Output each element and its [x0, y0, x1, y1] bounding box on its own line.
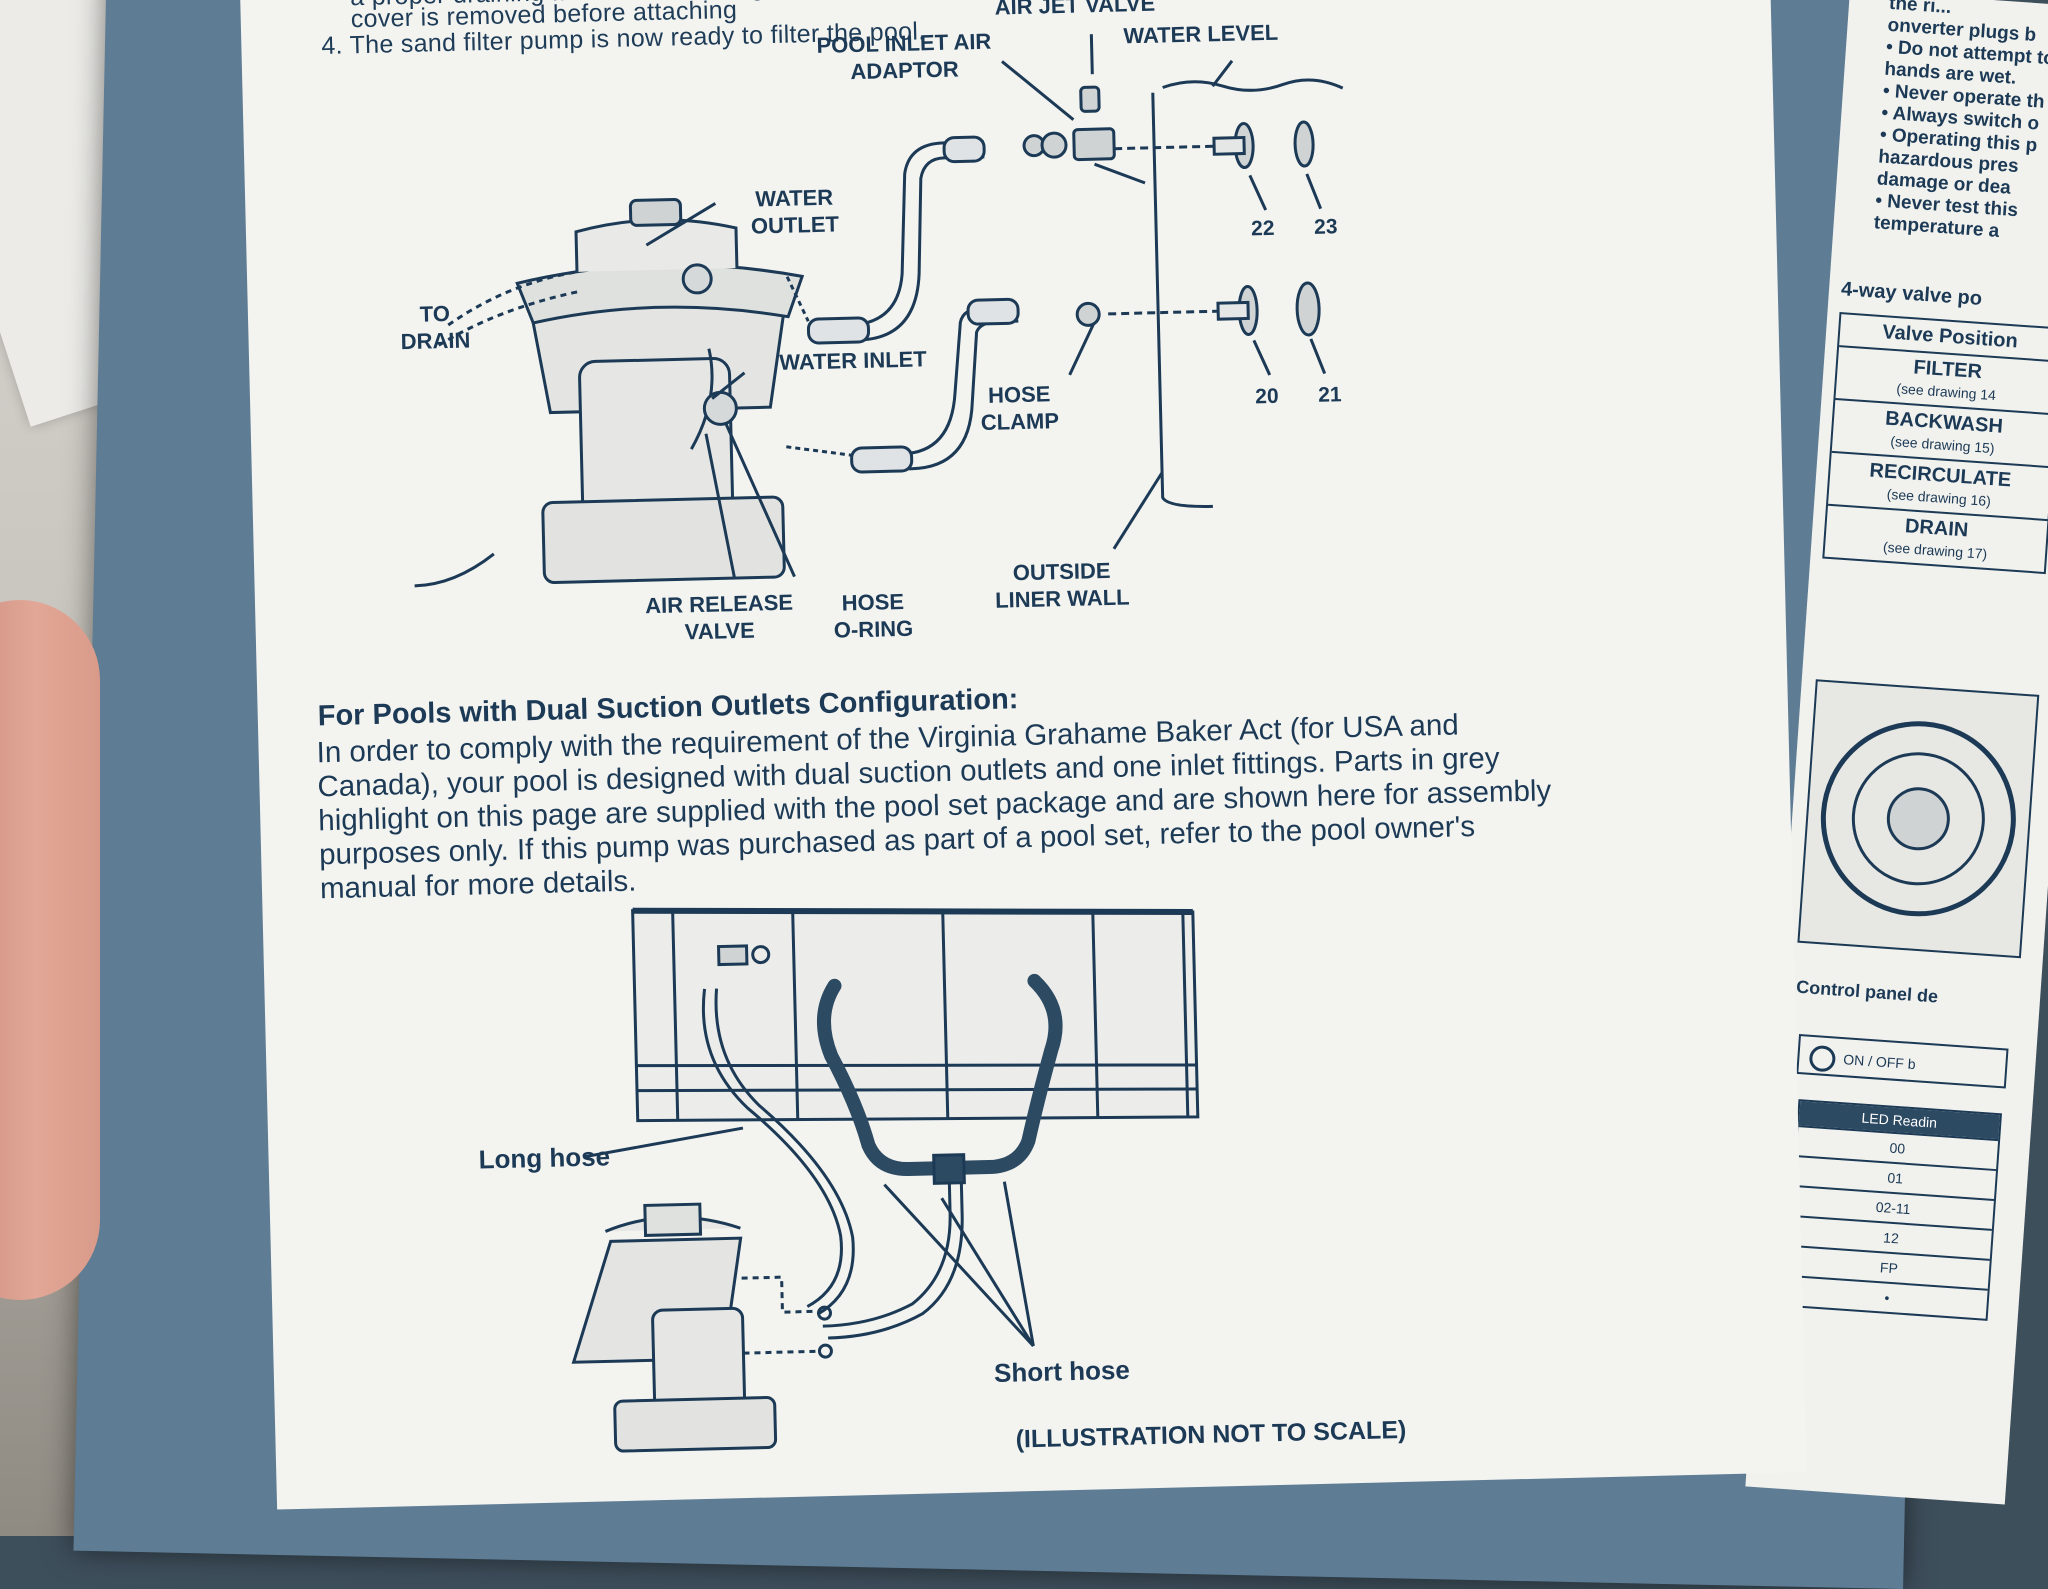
power-icon — [1808, 1044, 1837, 1073]
water-inlet-label: WATER INLET — [778, 346, 927, 375]
short-hose-label: Short hose — [993, 1354, 1131, 1388]
hand — [0, 600, 100, 1300]
section-paragraph: In order to comply with the requirement … — [316, 705, 1610, 906]
valve-table: Valve Position FILTER(see drawing 14 BAC… — [1822, 312, 2048, 575]
onoff-row: ON / OFF b — [1796, 1033, 2009, 1089]
right-page: the ri... onverter plugs b • Do not atte… — [1745, 0, 2048, 1505]
control-panel-label: Control panel de — [1795, 976, 1939, 1007]
part-number-22: 22 — [1250, 216, 1275, 241]
onoff-label: ON / OFF b — [1842, 1051, 1917, 1073]
scale-note: (ILLUSTRATION NOT TO SCALE) — [1015, 1415, 1407, 1454]
led-table: LED Readin 00 01 02-11 12 FP • — [1783, 1099, 2003, 1321]
water-level-label: WATER LEVEL — [1123, 19, 1279, 49]
control-panel-drawing — [1820, 721, 2016, 917]
safety-bullets: the ri... onverter plugs b • Do not atte… — [1873, 0, 2048, 246]
pump-connection-diagram — [414, 34, 1344, 588]
part-number-23: 23 — [1313, 215, 1338, 239]
part-number-21: 21 — [1317, 383, 1342, 407]
part-number-20: 20 — [1254, 384, 1279, 409]
manual-page: a proper draining ... before attaching c… — [240, 0, 1807, 1510]
control-panel-illustration — [1797, 679, 2040, 959]
long-hose-label: Long hose — [478, 1141, 611, 1175]
valve-title: 4-way valve po — [1840, 278, 1983, 310]
